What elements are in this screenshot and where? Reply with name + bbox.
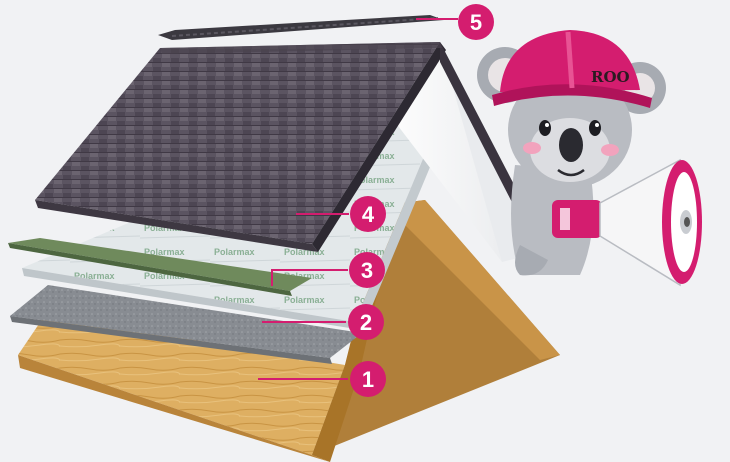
callout-1-number: 1 <box>362 367 374 392</box>
callout-5-number: 5 <box>470 10 482 35</box>
starter-strip <box>8 238 312 296</box>
shingle-layer <box>35 42 548 253</box>
callout-3: 3 <box>271 252 385 288</box>
hat-text: ROO <box>591 68 630 86</box>
callout-5: 5 <box>416 4 494 40</box>
callout-1: 1 <box>258 361 386 397</box>
callout-2-number: 2 <box>360 310 372 335</box>
callout-2: 2 <box>262 304 384 340</box>
callout-4: 4 <box>296 196 386 232</box>
callout-4-number: 4 <box>362 202 375 227</box>
megaphone-icon <box>552 158 702 287</box>
underlayment-layer <box>10 285 362 364</box>
ridge-cap-layer <box>158 15 444 40</box>
callout-3-number: 3 <box>361 258 373 283</box>
